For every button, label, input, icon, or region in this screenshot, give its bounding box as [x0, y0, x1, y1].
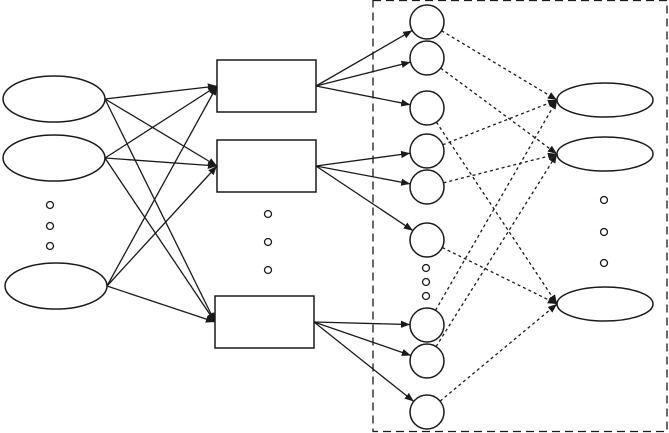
ellipsis-dot: [423, 265, 430, 272]
arrow-input-to-rectangle: [105, 158, 215, 322]
input-ellipse-node: [3, 135, 105, 181]
dashed-arrow-circle-to-output: [441, 68, 557, 154]
arrow-input-to-rectangle: [107, 286, 215, 322]
ellipsis-dot: [265, 211, 272, 218]
dashed-arrow-circle-to-output: [442, 31, 557, 100]
arrow-rectangle-to-circle: [314, 322, 414, 401]
circle-node: [410, 170, 444, 204]
output-ellipse-node: [557, 137, 653, 171]
output-ellipse-node: [557, 287, 653, 321]
arrow-input-to-rectangle: [105, 158, 217, 166]
ellipsis-dot: [47, 243, 54, 250]
circle-node: [410, 344, 444, 378]
arrow-rectangle-to-circle: [314, 322, 410, 325]
rectangle-node: [217, 140, 316, 192]
circle-node: [410, 395, 444, 429]
ellipsis-dot: [265, 267, 272, 274]
circle-node: [410, 134, 444, 168]
ellipsis-dot: [47, 223, 54, 230]
dashed-arrow-circle-to-output: [442, 248, 557, 304]
input-ellipse-node: [5, 263, 107, 309]
arrow-rectangle-to-circle: [316, 86, 410, 105]
rectangle-node: [217, 60, 316, 112]
arrow-rectangle-to-circle: [314, 322, 411, 355]
dashed-arrow-circle-to-output: [443, 100, 557, 145]
circle-node: [410, 5, 444, 39]
arrow-rectangle-to-circle: [316, 62, 411, 86]
ellipsis-dot: [601, 260, 608, 267]
ellipsis-dot: [601, 197, 608, 204]
dashed-arrow-circle-to-output: [436, 100, 557, 310]
circle-node: [410, 223, 444, 257]
ellipsis-dot: [265, 239, 272, 246]
input-ellipse-node: [3, 76, 105, 122]
arrow-rectangle-to-circle: [316, 30, 412, 86]
ellipsis-dot: [423, 293, 430, 300]
circle-node: [410, 308, 444, 342]
arrow-input-to-rectangle: [107, 166, 217, 286]
output-ellipse-node: [557, 83, 653, 117]
circle-node: [410, 41, 444, 75]
rectangle-node: [215, 296, 314, 348]
circle-node: [410, 91, 444, 125]
arrow-rectangle-to-circle: [316, 153, 410, 166]
ellipsis-dot: [601, 229, 608, 236]
dashed-arrow-circle-to-output: [440, 304, 557, 401]
ellipsis-dot: [423, 279, 430, 286]
ellipsis-dot: [47, 202, 54, 209]
dashed-arrow-circle-to-output: [436, 154, 557, 347]
